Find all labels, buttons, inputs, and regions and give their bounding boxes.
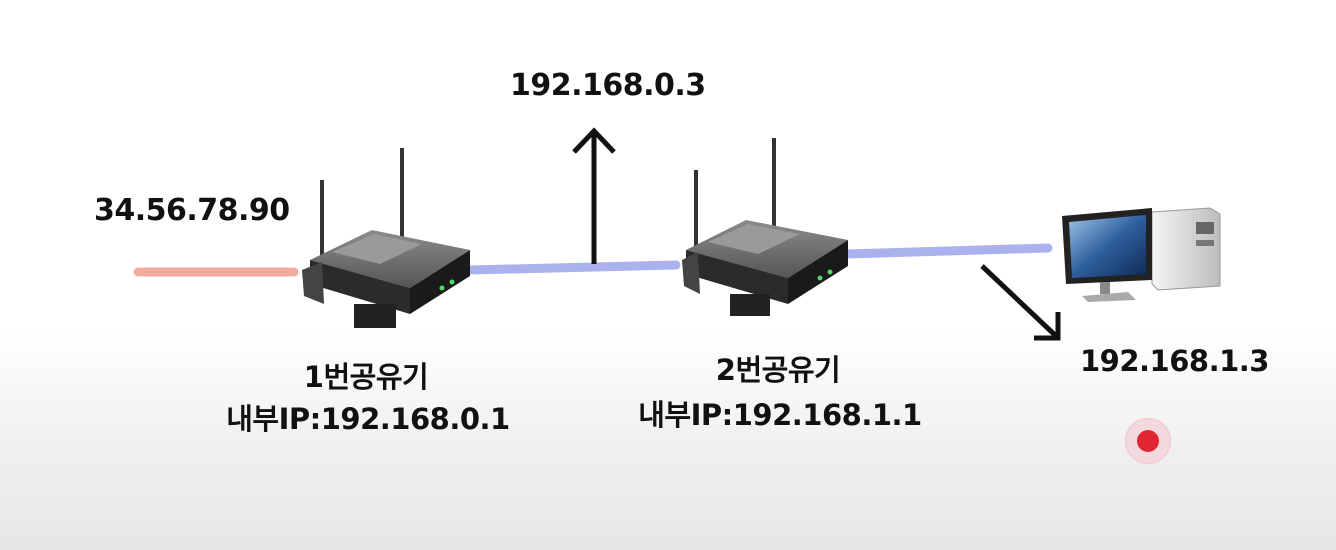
pc-ip-label: 192.168.1.3	[1080, 344, 1269, 378]
router-icon	[682, 138, 848, 316]
router1-name-label: 1번공유기	[303, 360, 429, 394]
router-icon	[302, 148, 470, 328]
router2-wan-ip-label: 192.168.0.3	[510, 68, 706, 103]
up-arrow-icon	[572, 127, 616, 264]
diagonal-arrow-icon	[980, 264, 1061, 341]
desktop-computer-icon	[1062, 207, 1221, 302]
router2-internal-ip-label: 내부IP:192.168.1.1	[638, 398, 922, 432]
lan-link-2	[841, 243, 1053, 259]
wan-ip-label: 34.56.78.90	[94, 193, 290, 228]
record-dot	[1137, 430, 1159, 452]
lan-link-1	[465, 260, 681, 275]
record-icon[interactable]	[1125, 418, 1171, 464]
router1-internal-ip-label: 내부IP:192.168.0.1	[226, 402, 510, 436]
router2-name-label: 2번공유기	[715, 353, 841, 387]
